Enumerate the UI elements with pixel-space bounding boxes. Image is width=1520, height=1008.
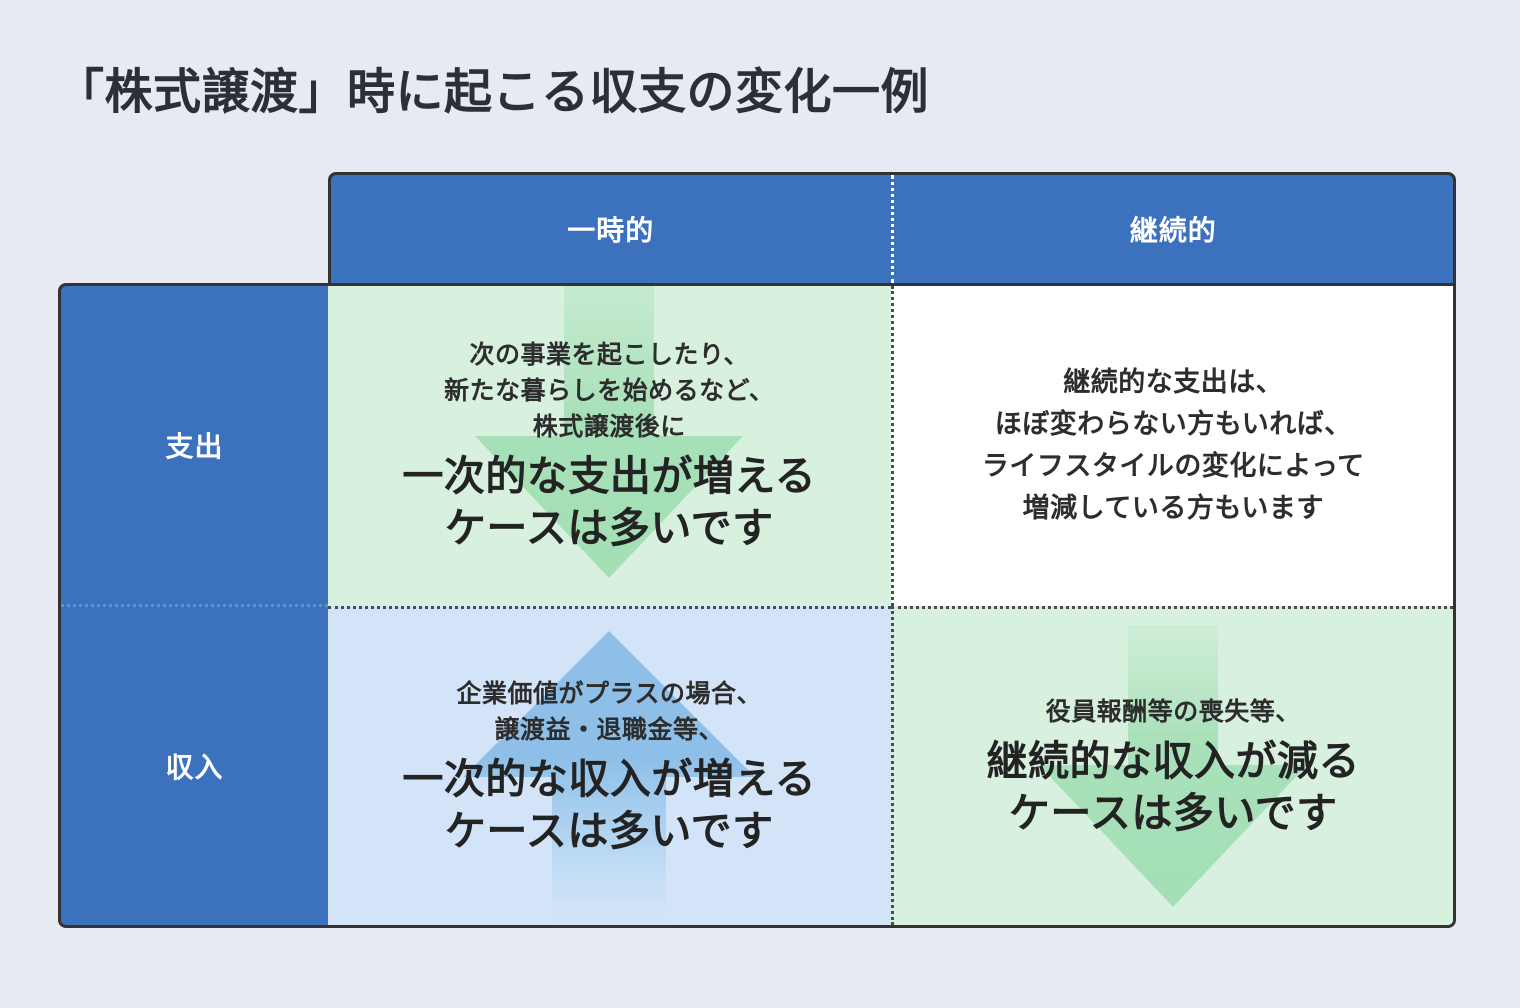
row-header-expense: 支出	[61, 286, 328, 604]
cell-text-line: 継続的な支出は、	[1063, 367, 1284, 398]
cell-text-line: ほぼ変わらない方もいれば、	[994, 408, 1352, 439]
cell-text-line: 企業価値がプラスの場合、	[456, 680, 762, 709]
cell-text-line: 役員報酬等の喪失等、	[1045, 698, 1301, 727]
row-header-income: 収入	[61, 604, 328, 925]
column-header-temporary-label: 一時的	[567, 215, 655, 246]
column-header-band: 一時的 継続的	[328, 172, 1456, 283]
cell-expense-continuous: 継続的な支出は、 ほぼ変わらない方もいれば、 ライフスタイルの変化によって 増減…	[890, 286, 1453, 606]
cell-highlight-line: ケースは多いです	[1008, 789, 1338, 836]
row-header-band: 支出 収入	[58, 283, 328, 928]
cell-income-continuous: 役員報酬等の喪失等、 継続的な収入が減る ケースは多いです	[890, 605, 1453, 925]
cell-text-line: ライフスタイルの変化によって	[981, 450, 1365, 481]
cell-expense-temporary: 次の事業を起こしたり、 新たな暮らしを始めるなど、 株式譲渡後に 一次的な支出が…	[328, 286, 891, 606]
matrix-body: 次の事業を起こしたり、 新たな暮らしを始めるなど、 株式譲渡後に 一次的な支出が…	[328, 283, 1456, 928]
cell-text-line: 次の事業を起こしたり、	[469, 341, 749, 370]
cell-expense-temporary-text: 次の事業を起こしたり、 新たな暮らしを始めるなど、 株式譲渡後に 一次的な支出が…	[344, 337, 875, 554]
cell-highlight-line: ケースは多いです	[444, 504, 774, 551]
cell-highlight-line: 一次的な収入が増える	[402, 756, 817, 803]
column-header-temporary: 一時的	[331, 175, 891, 283]
comparison-matrix: 一時的 継続的 支出 収入	[58, 172, 1456, 928]
cell-highlight-line: 一次的な支出が増える	[402, 453, 817, 500]
cell-income-temporary: 企業価値がプラスの場合、 譲渡益・退職金等、 一次的な収入が増える ケースは多い…	[328, 605, 891, 925]
cell-income-continuous-text: 役員報酬等の喪失等、 継続的な収入が減る ケースは多いです	[910, 694, 1438, 839]
page-title: 「株式譲渡」時に起こる収支の変化一例	[56, 66, 930, 119]
cell-text-line: 株式譲渡後に	[532, 413, 686, 442]
column-header-continuous-label: 継続的	[1129, 215, 1217, 246]
row-header-income-label: 収入	[165, 752, 224, 783]
cell-highlight-line: ケースは多いです	[444, 807, 774, 854]
cell-expense-continuous-text: 継続的な支出は、 ほぼ変わらない方もいれば、 ライフスタイルの変化によって 増減…	[910, 362, 1438, 529]
cell-text-line: 新たな暮らしを始めるなど、	[444, 377, 775, 406]
cell-text-line: 譲渡益・退職金等、	[494, 716, 724, 745]
cell-text-line: 増減している方もいます	[1022, 492, 1324, 523]
column-header-continuous: 継続的	[890, 175, 1454, 283]
cell-highlight-line: 継続的な収入が減る	[986, 738, 1360, 785]
row-header-expense-label: 支出	[165, 431, 224, 462]
cell-income-temporary-text: 企業価値がプラスの場合、 譲渡益・退職金等、 一次的な収入が増える ケースは多い…	[344, 676, 875, 857]
